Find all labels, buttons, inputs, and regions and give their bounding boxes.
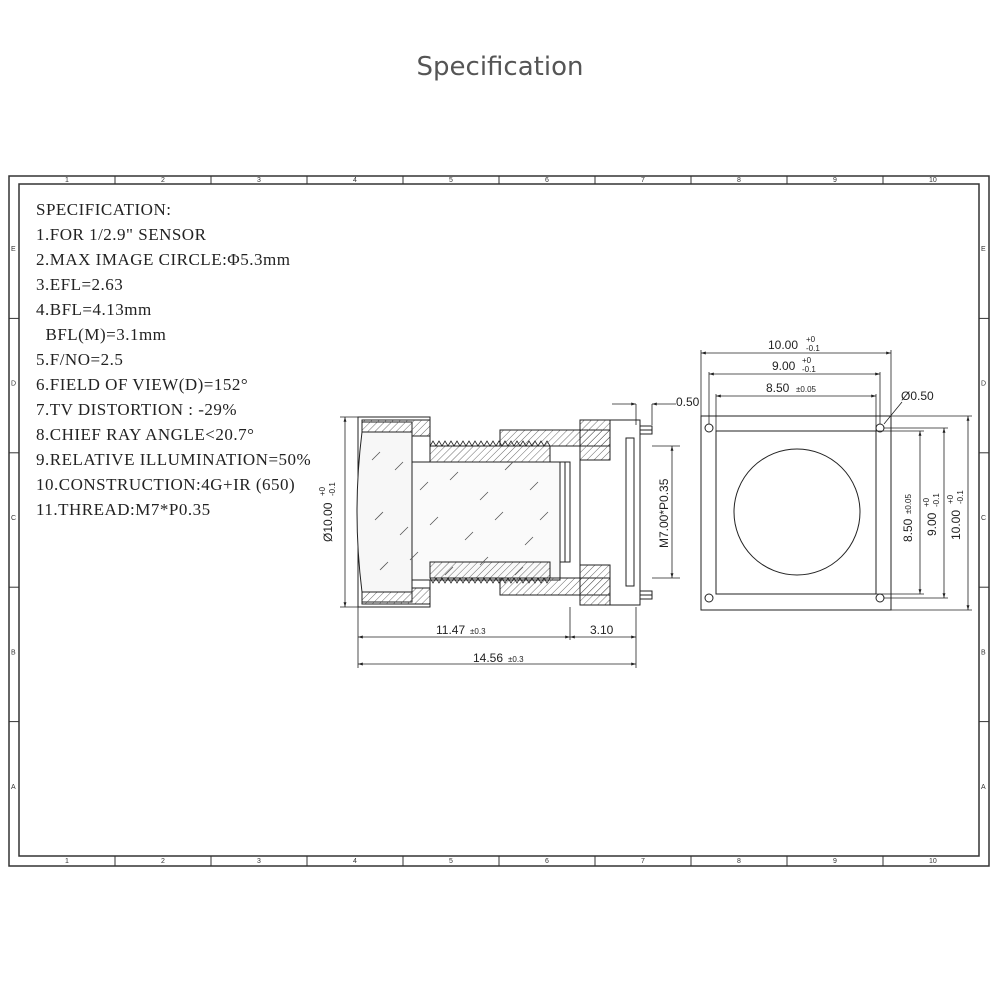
zone-col-label: 9 xyxy=(833,858,837,865)
spec-line: 9.RELATIVE ILLUMINATION=50% xyxy=(36,450,312,469)
dim-h1000-tol-up: +0 xyxy=(946,494,955,504)
dim-w1000: 10.00 xyxy=(768,338,798,352)
zone-row-label: A xyxy=(11,784,16,791)
zone-col-label: 9 xyxy=(833,177,837,184)
mount-hole-bl xyxy=(704,593,714,603)
zone-row-label: E xyxy=(981,246,986,253)
page-title: Specification xyxy=(416,52,584,82)
dim-w900-tol-up: +0 xyxy=(802,356,812,365)
dim-h1000-tol-dn: -0.1 xyxy=(956,490,965,504)
front-glass xyxy=(356,431,413,593)
lens-opening xyxy=(733,448,861,576)
spec-line: 8.CHIEF RAY ANGLE<20.7° xyxy=(36,425,255,444)
spec-line: 10.CONSTRUCTION:4G+IR (650) xyxy=(36,475,296,494)
dim-310: 3.10 xyxy=(590,623,614,637)
dim-h1000: 10.00 xyxy=(949,510,963,540)
zone-col-label: 3 xyxy=(257,177,261,184)
dim-lens-diameter-tol-up: +0 xyxy=(318,486,327,496)
spec-line: 4.BFL=4.13mm xyxy=(36,300,152,319)
spec-line: 11.THREAD:M7*P0.35 xyxy=(36,500,211,519)
dim-lens-diameter: Ø10.00 xyxy=(321,502,335,542)
spec-line: BFL(M)=3.1mm xyxy=(36,325,167,344)
zone-row-label: C xyxy=(11,515,16,522)
dim-h900-tol-up: +0 xyxy=(922,497,931,507)
glass-body xyxy=(411,461,561,581)
zone-col-label: 4 xyxy=(353,858,357,865)
zone-col-label: 8 xyxy=(737,858,741,865)
zone-col-label: 1 xyxy=(65,858,69,865)
dim-050: 0.50 xyxy=(676,395,700,409)
board-outer xyxy=(700,415,892,611)
zone-col-label: 7 xyxy=(641,177,645,184)
zone-col-label: 3 xyxy=(257,858,261,865)
zone-col-label: 10 xyxy=(929,858,937,865)
zone-row-label: E xyxy=(11,246,16,253)
dim-w850: 8.50 xyxy=(766,381,790,395)
mount-hole-br xyxy=(875,593,885,603)
zone-row-label: B xyxy=(981,649,986,656)
mount-hole-tl xyxy=(704,423,714,433)
zone-col-label: 1 xyxy=(65,177,69,184)
dim-h850: 8.50 xyxy=(901,518,915,542)
zone-col-label: 7 xyxy=(641,858,645,865)
dim-h900-tol-dn: -0.1 xyxy=(932,493,941,507)
zone-col-label: 5 xyxy=(449,858,453,865)
spec-line: 3.EFL=2.63 xyxy=(36,275,124,294)
board-inner xyxy=(715,430,877,595)
spec-line: 2.MAX IMAGE CIRCLE:Φ5.3mm xyxy=(36,250,291,269)
dim-h850-tol: ±0.05 xyxy=(904,493,913,514)
front-view xyxy=(700,415,892,611)
zone-col-label: 6 xyxy=(545,858,549,865)
dim-1456-tol: ±0.3 xyxy=(508,655,524,664)
thread-teeth xyxy=(429,577,551,584)
dim-h900: 9.00 xyxy=(925,512,939,536)
dim-w900-tol-dn: -0.1 xyxy=(802,365,816,374)
zone-col-label: 4 xyxy=(353,177,357,184)
zone-row-label: D xyxy=(981,381,986,388)
dim-w1000-tol-dn: -0.1 xyxy=(806,344,820,353)
lens-side-view xyxy=(356,416,653,608)
dim-lens-diameter-tol-dn: -0.1 xyxy=(328,482,337,496)
zone-row-label: D xyxy=(11,381,16,388)
dim-1456: 14.56 xyxy=(473,651,503,665)
thread-teeth xyxy=(429,440,551,447)
dim-1147-tol: ±0.3 xyxy=(470,627,486,636)
zone-col-label: 6 xyxy=(545,177,549,184)
zone-row-label: C xyxy=(981,515,986,522)
side-dimensions xyxy=(340,402,680,668)
front-dimensions xyxy=(700,350,972,611)
glass-hatch-marks xyxy=(371,451,549,576)
zone-col-label: 5 xyxy=(449,177,453,184)
dim-w1000-tol-up: +0 xyxy=(806,335,816,344)
zone-col-label: 10 xyxy=(929,177,937,184)
dim-hole: Ø0.50 xyxy=(901,389,934,403)
spec-line: 1.FOR 1/2.9" SENSOR xyxy=(36,225,207,244)
dim-thread: M7.00*P0.35 xyxy=(657,478,671,548)
dim-1147: 11.47 xyxy=(436,623,465,637)
dim-w850-tol: ±0.05 xyxy=(796,385,817,394)
dim-w900: 9.00 xyxy=(772,359,796,373)
spec-line: 6.FIELD OF VIEW(D)=152° xyxy=(36,375,249,394)
zone-col-label: 2 xyxy=(161,177,165,184)
zone-row-label: A xyxy=(981,784,986,791)
spec-line: 7.TV DISTORTION : -29% xyxy=(36,400,238,419)
zone-col-label: 2 xyxy=(161,858,165,865)
zone-col-label: 8 xyxy=(737,177,741,184)
spec-heading: SPECIFICATION: xyxy=(36,200,172,219)
zone-row-label: B xyxy=(11,649,16,656)
spec-line: 5.F/NO=2.5 xyxy=(36,350,124,369)
